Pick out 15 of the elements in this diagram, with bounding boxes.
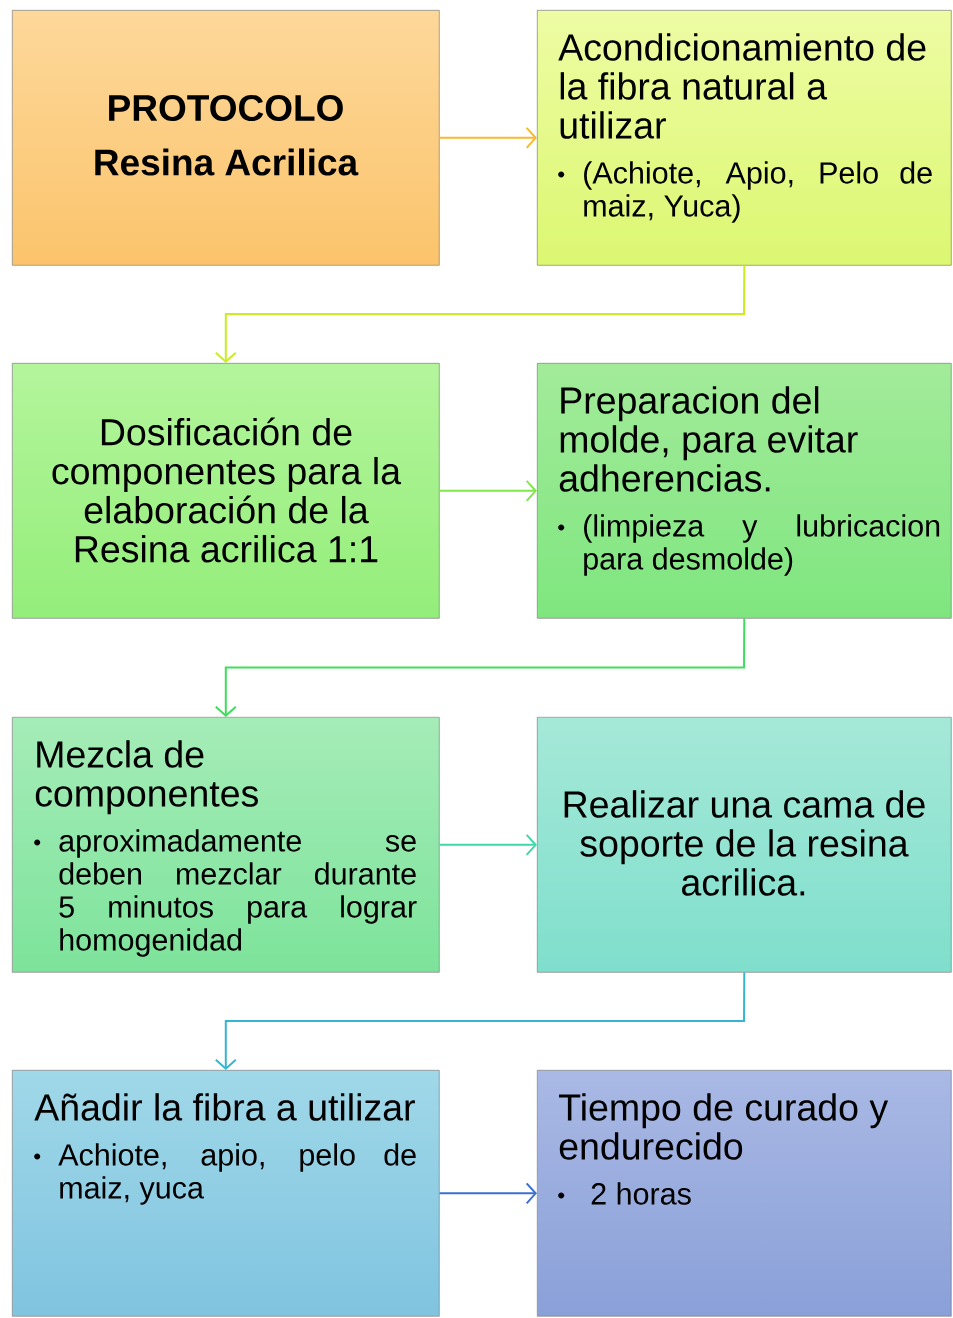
arrow [214, 971, 746, 1070]
process-box: Mezcla de componentes aproximadamente se deben mezclar durante 5 minutos para lograr homogenidad [12, 717, 440, 973]
arrow [438, 1182, 537, 1205]
process-box: Tiempo de curado y endurecido 2 horas [537, 1070, 952, 1317]
arrow [438, 126, 537, 149]
arrow [438, 479, 537, 502]
process-box: Dosificación de componentes para la elaboración de la Resina acrilica 1:1 [12, 363, 440, 619]
process-box: Preparacion del molde, para evitar adherencias. (limpieza y lubricacion para desmolde) [537, 363, 952, 619]
arrow [214, 617, 746, 717]
arrow [214, 264, 746, 363]
arrow [438, 833, 537, 856]
process-box: Realizar una cama de soporte de la resina acrilica. [537, 717, 952, 973]
process-box: Añadir la fibra a utilizar Achiote, apio, pelo de maiz, yuca [12, 1070, 440, 1317]
process-box: PROTOCOLO Resina Acrilica [12, 10, 440, 266]
process-box: Acondicionamiento de la fibra natural a utilizar (Achiote, Apio, Pelo de maiz, Yuca) [537, 10, 952, 266]
